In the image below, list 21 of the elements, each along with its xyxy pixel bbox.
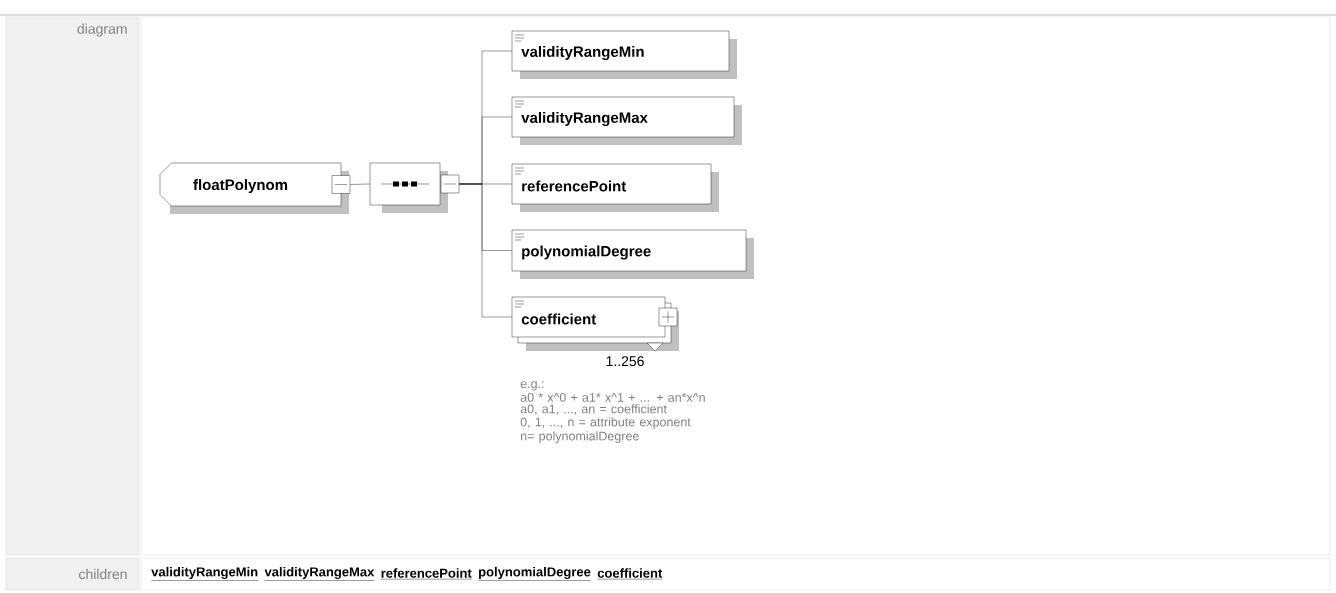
element-box: polynomialDegree [511, 229, 754, 279]
child-link: coefficient [597, 568, 663, 580]
element-box: referencePoint [511, 163, 719, 212]
element-box: coefficient [511, 296, 679, 352]
child-link: validityRangeMin [151, 566, 259, 581]
child-link: polynomialDegree [477, 566, 592, 581]
element-box: validityRangeMax [511, 96, 742, 145]
connector-line [350, 183, 370, 185]
multiplicity-label: 1..256 [606, 356, 644, 367]
label-cell: children [5, 557, 140, 591]
element-box: validityRangeMin [511, 30, 737, 79]
annotation-text: n= polynomialDegree [521, 431, 639, 443]
connector-line [459, 183, 512, 318]
child-link: referencePoint [380, 568, 472, 580]
child-link: validityRangeMax [264, 566, 375, 581]
sequence-symbol [369, 162, 460, 213]
annotation-text: 0, 1, ..., n = attribute exponent [520, 417, 691, 429]
annotation-text: e.g.: [520, 381, 544, 391]
annotation-text: a0, a1, ..., an = coefficient [520, 404, 667, 415]
annotation-text: a0 * x^0 + a1* x^1 + ... + an*x^n [520, 392, 705, 402]
element-box: floatPolynom [159, 162, 351, 214]
